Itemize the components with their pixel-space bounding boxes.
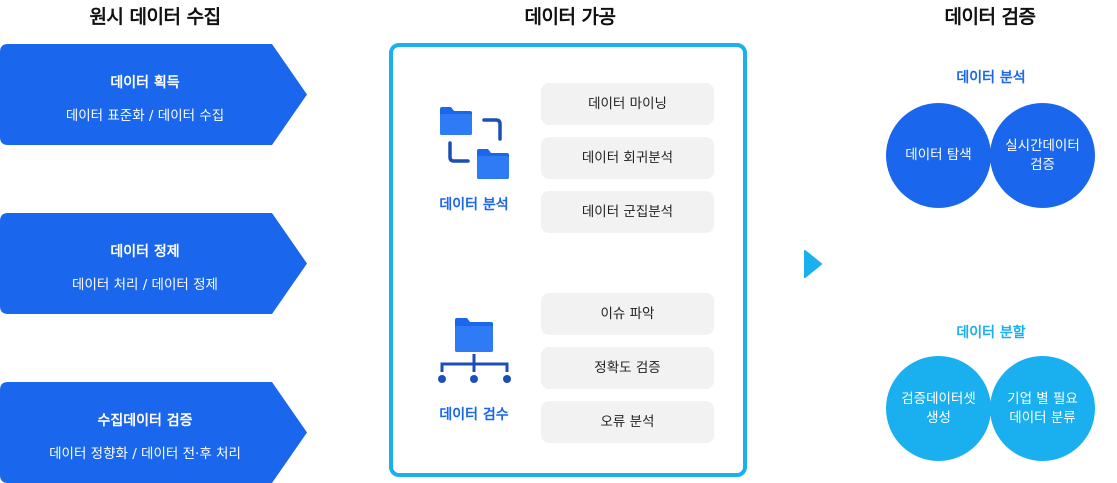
inspection-group-label: 데이터 검수 <box>439 407 509 423</box>
raw-step-title: 수집데이터 검증 <box>97 413 193 429</box>
inspection-item: 정확도 검증 <box>541 347 714 389</box>
verify-split-label: 데이터 분할 <box>956 325 1026 341</box>
verify-split-circle: 검증데이터셋 생성 <box>886 356 991 461</box>
analysis-item: 데이터 회귀분석 <box>541 137 714 179</box>
inspection-item: 이슈 파악 <box>541 293 714 335</box>
processing-title: 데이터 가공 <box>524 6 616 28</box>
verify-analysis-circle: 실시간데이터 검증 <box>990 103 1095 208</box>
raw-step-sub: 데이터 처리 / 데이터 정제 <box>72 277 218 293</box>
raw-step-sub: 데이터 표준화 / 데이터 수집 <box>65 108 225 124</box>
raw-step-title: 데이터 정제 <box>110 244 180 260</box>
raw-step-cleanse: 데이터 정제 데이터 처리 / 데이터 정제 <box>0 213 308 314</box>
analysis-group-label: 데이터 분석 <box>439 197 509 213</box>
raw-step-sub: 데이터 정향화 / 데이터 전·후 처리 <box>49 446 241 462</box>
verification-title: 데이터 검증 <box>944 6 1036 28</box>
raw-step-title: 데이터 획득 <box>110 75 180 91</box>
flow-arrow-icon <box>803 249 823 283</box>
inspection-item: 오류 분석 <box>541 401 714 443</box>
verify-analysis-circle: 데이터 탐색 <box>886 103 991 208</box>
verify-split-circle: 기업 별 필요 데이터 분류 <box>990 356 1095 461</box>
raw-step-acquire: 데이터 획득 데이터 표준화 / 데이터 수집 <box>0 44 308 145</box>
raw-collection-title: 원시 데이터 수집 <box>89 6 221 28</box>
analysis-item: 데이터 마이닝 <box>541 83 714 125</box>
folder-network-icon <box>436 316 514 390</box>
folder-exchange-icon <box>438 105 512 185</box>
verify-analysis-label: 데이터 분석 <box>956 70 1026 86</box>
raw-step-verify: 수집데이터 검증 데이터 정향화 / 데이터 전·후 처리 <box>0 382 308 483</box>
analysis-item: 데이터 군집분석 <box>541 191 714 233</box>
